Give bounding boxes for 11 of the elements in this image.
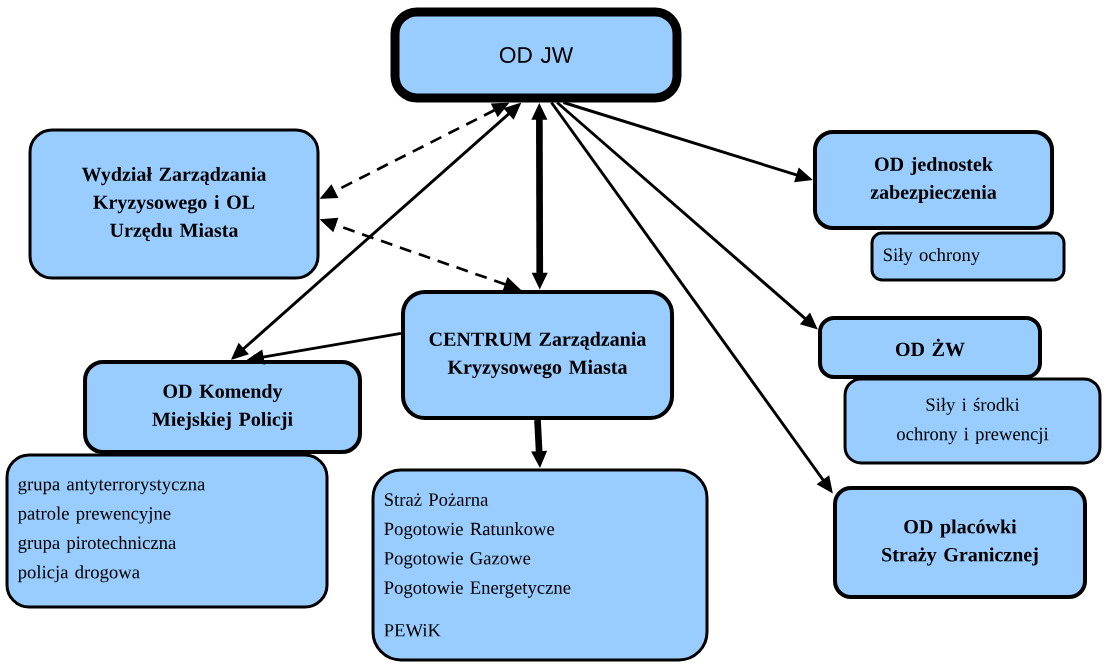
- list-box: grupa antyterrorystyczna patrole prewencyjne grupa pirotechniczna policja drogowa: [5, 453, 329, 609]
- process-box: OD placówki Straży Granicznej: [833, 485, 1087, 600]
- process-box: CENTRUM Zarządzania Kryzysowego Miasta: [401, 290, 675, 420]
- process-box: OD ŻW: [818, 316, 1042, 379]
- note-box: Siły i środki ochrony i prewencji: [843, 377, 1102, 465]
- process-box: OD jednostek zabezpieczenia: [812, 130, 1055, 230]
- process-box: Wydział Zarządzania Kryzysowego i OL Urzędu Miasta: [28, 128, 320, 280]
- note-box: Siły ochrony: [870, 231, 1066, 282]
- title-box: OD JW: [390, 7, 682, 103]
- list-box: Straż Pożarna Pogotowie Ratunkowe Pogotowie Gazowe Pogotowie Energetyczne PEWiK: [371, 468, 709, 662]
- process-box: OD Komendy Miejskiej Policji: [83, 360, 362, 454]
